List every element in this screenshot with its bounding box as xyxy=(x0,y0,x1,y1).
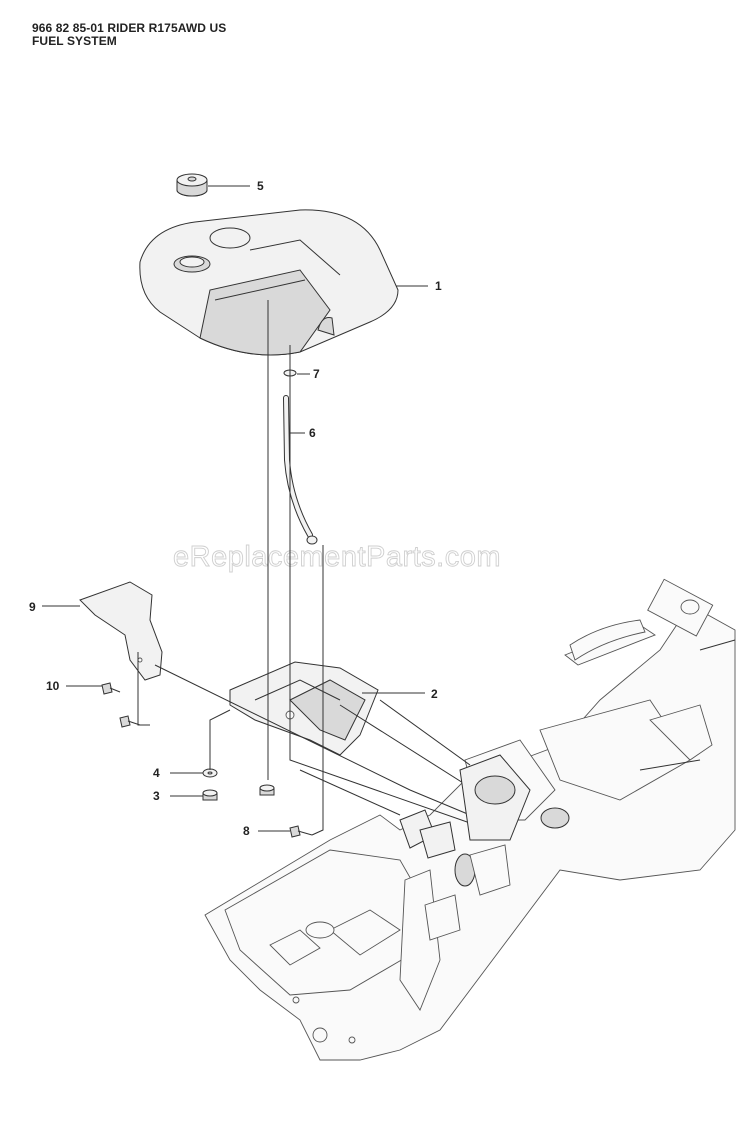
part-3-nut-second xyxy=(259,784,275,796)
part-6-fuel-hose xyxy=(283,395,318,545)
part-10-screw xyxy=(101,682,121,695)
callout-5[interactable]: 5 xyxy=(257,179,264,193)
callout-7[interactable]: 7 xyxy=(313,367,320,381)
part-3-nut xyxy=(202,789,218,801)
assembly-lines xyxy=(137,300,491,836)
callout-6[interactable]: 6 xyxy=(309,426,316,440)
callout-8[interactable]: 8 xyxy=(243,824,250,838)
part-8-screw xyxy=(289,825,313,838)
part-9-heat-shield xyxy=(79,581,163,681)
callout-1[interactable]: 1 xyxy=(435,279,442,293)
callout-2[interactable]: 2 xyxy=(431,687,438,701)
part-5-fuel-cap xyxy=(176,173,208,197)
callout-9[interactable]: 9 xyxy=(29,600,36,614)
part-10-screw-second xyxy=(119,715,141,728)
part-1-fuel-tank xyxy=(139,209,399,356)
callout-leaders xyxy=(42,185,428,832)
diagram-model-title: 966 82 85-01 RIDER R175AWD US xyxy=(32,21,227,35)
callout-3[interactable]: 3 xyxy=(153,789,160,803)
watermark-text: eReplacementParts.com xyxy=(173,541,501,573)
diagram-section-title: FUEL SYSTEM xyxy=(32,34,117,48)
callout-10[interactable]: 10 xyxy=(46,679,60,693)
part-4-washer xyxy=(202,768,218,778)
engine-components xyxy=(399,754,531,859)
part-2-tank-bracket xyxy=(229,661,379,756)
callout-4[interactable]: 4 xyxy=(153,766,160,780)
